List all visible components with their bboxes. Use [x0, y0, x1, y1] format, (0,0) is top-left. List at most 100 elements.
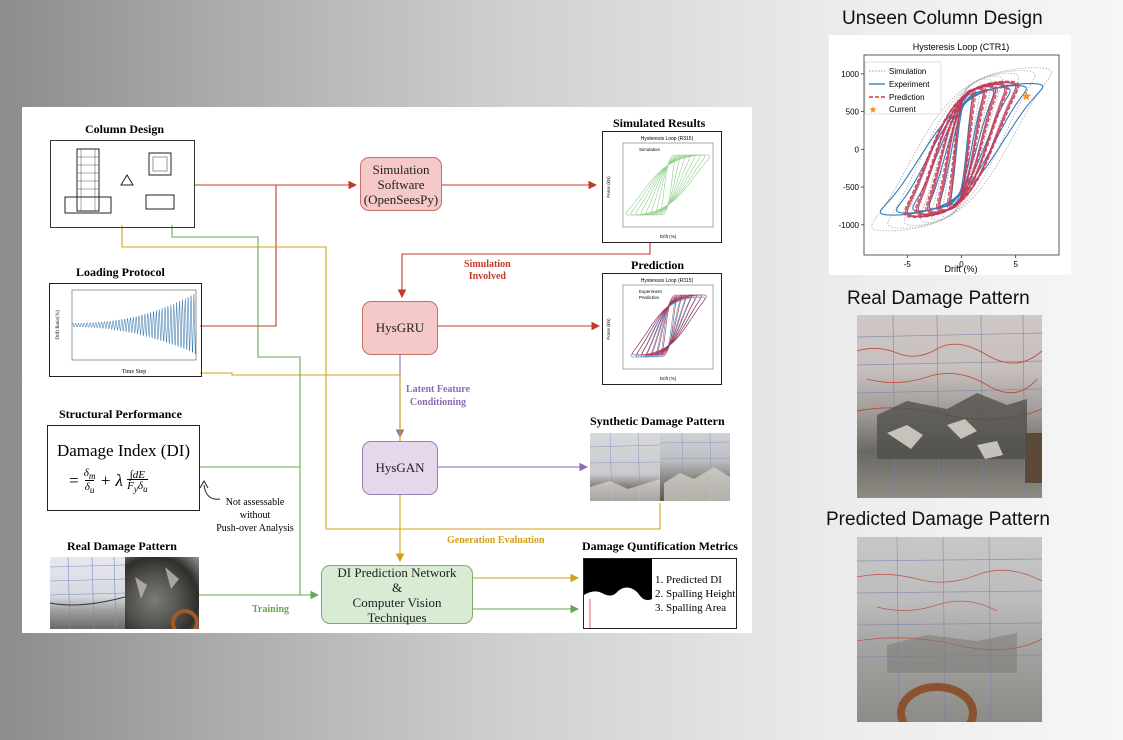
prediction-chart: Hysteresis Loop (R315) Experiment Predic… [602, 273, 722, 385]
simulation-involved-label: Simulation Involved [464, 259, 511, 283]
simulation-involved-line-1: Simulation [464, 259, 511, 270]
hysgan-node: HysGAN [362, 441, 438, 495]
y-tick-label: 500 [846, 108, 860, 117]
not-assessable-line-1: Not assessable [225, 497, 285, 508]
small-hysteresis-loop [625, 154, 711, 216]
predicted-damage-pattern-photo [857, 537, 1042, 722]
damage-index-label: Damage Index (DI) [56, 441, 191, 460]
di-net-line-1: DI Prediction Network [337, 564, 457, 580]
y-tick-label: -500 [843, 183, 860, 192]
real-damage-left-title: Real Damage Pattern [67, 539, 177, 553]
metric-spalling-height: 2. Spalling Height [655, 588, 736, 600]
predicted-damage-pattern-title: Predicted Damage Pattern [826, 509, 1050, 530]
latent-line-1: Latent Feature [406, 384, 470, 395]
hysgru-node: HysGRU [362, 301, 438, 355]
x-tick-label: 5 [1013, 260, 1018, 269]
main-chart-title: Hysteresis Loop (CTR1) [913, 42, 1010, 52]
di-prediction-network-node: DI Prediction Network & Computer Vision … [321, 564, 473, 625]
prediction-loop [903, 80, 1020, 219]
synthetic-damage-photo-1 [590, 433, 660, 501]
training-label: Training [252, 604, 290, 615]
current-point-star-icon: ★ [1021, 89, 1033, 104]
y-tick-label: 0 [855, 145, 860, 154]
not-assessable-note: Not assessable without Push-over Analysi… [210, 496, 300, 535]
small-hysteresis-loop [637, 294, 702, 356]
x-tick-label: 0 [959, 260, 964, 269]
latent-feature-label: Latent Feature Conditioning [406, 383, 470, 409]
structural-performance-title: Structural Performance [59, 407, 182, 421]
metrics-box: 1. Predicted DI 2. Spalling Height 3. Sp… [583, 558, 737, 629]
small-hysteresis-loop [647, 294, 692, 356]
prediction-title: Prediction [631, 258, 685, 272]
not-assessable-line-3: Push-over Analysis [216, 523, 294, 534]
hysteresis-loop-chart: Hysteresis Loop (CTR1) Drift (%) -5 0 5 100… [829, 35, 1071, 275]
legend-prediction: Prediction [889, 93, 925, 102]
sim-chart-legend: Simulation [639, 147, 661, 152]
loading-ylabel: Drift Ratio(%) [56, 310, 61, 340]
metric-spalling-area: 3. Spalling Area [655, 602, 727, 614]
simulation-involved-line-2: Involved [468, 271, 506, 282]
sim-software-line-3: (OpenSeesPy) [363, 191, 439, 207]
generation-evaluation-label: Generation Evaluation [447, 535, 545, 546]
sim-chart-title: Hysteresis Loop (R315) [641, 136, 694, 142]
small-hysteresis-loop [635, 154, 701, 216]
simulation-loop [919, 75, 1004, 224]
metrics-list: 1. Predicted DI 2. Spalling Height 3. Sp… [655, 573, 735, 615]
simulated-results-chart: Hysteresis Loop (R315) Simulation Drift … [602, 131, 722, 243]
legend-current-star-icon: ★ [869, 105, 878, 116]
main-chart-legend: Simulation Experiment Prediction ★ Curre… [864, 61, 942, 116]
pred-chart-legend-prediction: Prediction [639, 295, 660, 300]
small-hysteresis-loop [630, 154, 706, 216]
x-tick-label: -5 [904, 260, 912, 269]
real-damage-photo-2 [125, 557, 199, 629]
real-damage-photo-1 [50, 557, 125, 629]
loading-xlabel: Time Step [122, 369, 147, 375]
legend-experiment: Experiment [889, 80, 930, 89]
real-damage-pattern-photo [857, 315, 1042, 498]
connector-lines [121, 180, 661, 614]
small-hysteresis-loop [645, 296, 691, 358]
sim-chart-ylabel: Force (kN) [606, 176, 611, 198]
sim-software-line-1: Simulation [372, 161, 430, 177]
y-tick-label: -1000 [839, 221, 860, 230]
pred-chart-xlabel: Drift (%) [660, 376, 677, 381]
metrics-title: Damage Quntification Metrics [582, 539, 738, 553]
small-hysteresis-loop [650, 154, 686, 216]
loading-protocol-chart: Drift Ratio(%) Time Step [49, 283, 202, 377]
prediction-loop [946, 88, 977, 210]
small-hysteresis-loop [660, 154, 676, 216]
legend-current: Current [889, 105, 916, 114]
di-net-line-3: Computer Vision Techniques [352, 594, 442, 625]
synthetic-damage-title: Synthetic Damage Pattern [590, 414, 725, 428]
unseen-column-design-title: Unseen Column Design [842, 8, 1043, 29]
loading-protocol-title: Loading Protocol [76, 265, 165, 279]
pred-chart-ylabel: Force (kN) [606, 318, 611, 340]
column-design-title: Column Design [85, 122, 165, 136]
real-damage-pattern-title: Real Damage Pattern [847, 288, 1030, 309]
small-hysteresis-loop [640, 154, 696, 216]
simulated-results-title: Simulated Results [613, 116, 706, 130]
not-assessable-arrow [199, 479, 221, 500]
workflow-diagram-panel: Column Design Loading Protocol Drift Rat… [22, 107, 752, 633]
experiment-loop [879, 83, 1044, 216]
pred-chart-title: Hysteresis Loop (R315) [641, 278, 694, 284]
small-hysteresis-loop [642, 294, 697, 356]
simulation-loop [871, 67, 1052, 232]
sim-software-line-2: Software [377, 176, 425, 192]
sim-chart-xlabel: Drift (%) [660, 234, 677, 239]
main-chart-xlabel: Drift (%) [945, 264, 978, 274]
small-hysteresis-loop [632, 294, 707, 356]
simulation-software-node: Simulation Software (OpenSeesPy) [360, 157, 442, 211]
loading-protocol-signal [71, 294, 197, 355]
legend-simulation: Simulation [889, 67, 926, 76]
latent-line-2: Conditioning [409, 397, 467, 408]
pred-chart-legend-experiment: Experiment [639, 289, 663, 294]
prediction-loop [948, 89, 975, 209]
di-net-line-2: & [391, 579, 403, 595]
not-assessable-line-2: without [239, 510, 271, 521]
synthetic-damage-photo-2 [660, 433, 730, 501]
y-tick-label: 1000 [841, 70, 859, 79]
column-design-drawing [50, 140, 195, 228]
